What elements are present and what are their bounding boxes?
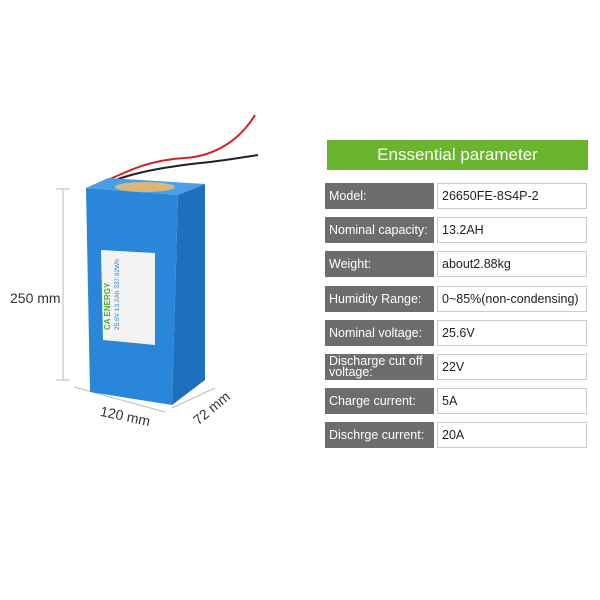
- row-value: 25.6V: [437, 320, 587, 346]
- table-row: Weight:about2.88kg: [325, 251, 588, 277]
- row-label: Humidity Range:: [325, 286, 434, 312]
- width-dimension-line: [171, 387, 216, 409]
- table-row: Model:26650FE-8S4P-2: [325, 183, 588, 209]
- height-dimension: 250 mm: [10, 290, 61, 306]
- battery-pack-image: CA ENERGY 25.6V 13.2Ah 337.92Wh: [56, 114, 259, 413]
- row-label: Discharge cut off voltage:: [325, 354, 434, 380]
- row-label: Weight:: [325, 251, 434, 277]
- row-label: Model:: [325, 183, 434, 209]
- row-label: Dischrge current:: [325, 422, 434, 448]
- label-specs: 25.6V 13.2Ah 337.92Wh: [114, 259, 121, 330]
- row-value: 22V: [437, 354, 587, 380]
- row-value: 26650FE-8S4P-2: [437, 183, 587, 209]
- row-label: Charge current:: [325, 388, 434, 414]
- row-value: 20A: [437, 422, 587, 448]
- battery-side: [172, 184, 205, 405]
- table-title: Enssential parameter: [327, 140, 588, 170]
- row-label: Nominal capacity:: [325, 217, 434, 243]
- row-label: Nominal voltage:: [325, 320, 434, 346]
- table-row: Nominal capacity:13.2AH: [325, 217, 588, 243]
- table-row: Nominal voltage:25.6V: [325, 320, 588, 346]
- row-value: 13.2AH: [437, 217, 587, 243]
- red-wire: [107, 114, 256, 181]
- table-row: Dischrge current:20A: [325, 422, 588, 448]
- length-dimension-line: [73, 386, 166, 413]
- table-row: Humidity Range:0~85%(non-condensing): [325, 286, 588, 312]
- black-wire: [109, 154, 259, 183]
- table-row: Charge current:5A: [325, 388, 588, 414]
- battery-label: [101, 250, 155, 345]
- table-row: Discharge cut off voltage:22V: [325, 354, 588, 380]
- row-value: about2.88kg: [437, 251, 587, 277]
- brand-logo: CA ENERGY: [103, 282, 112, 330]
- row-value: 0~85%(non-condensing): [437, 286, 587, 312]
- row-value: 5A: [437, 388, 587, 414]
